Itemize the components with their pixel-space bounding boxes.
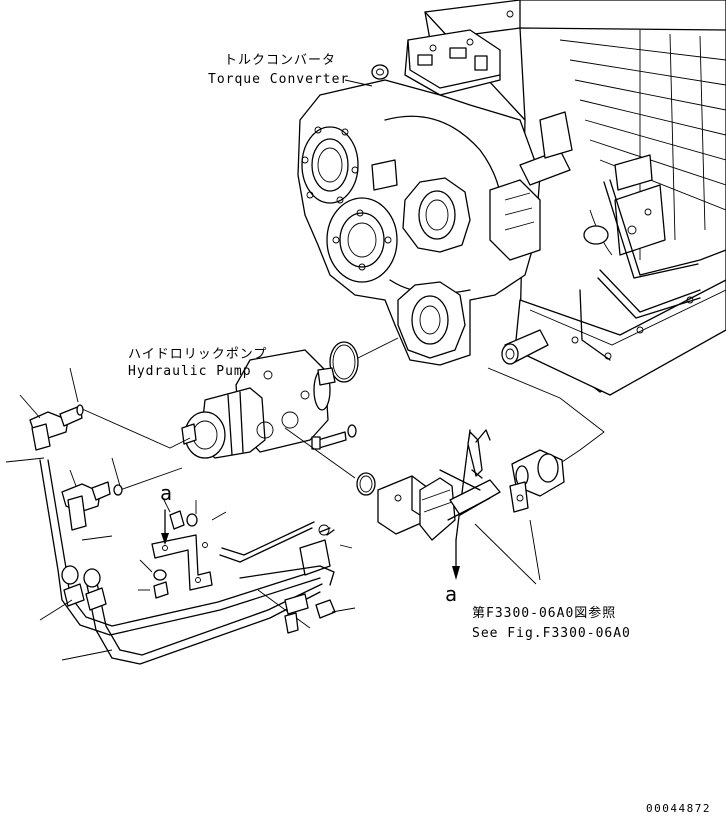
- inlet-elbow-fitting: [19, 367, 84, 451]
- pump-tubes: [5, 457, 353, 665]
- hydraulic-pump: [181, 349, 336, 459]
- labels: トルクコンバータ Torque Converter ハイドロリックポンプ Hyd…: [128, 53, 711, 815]
- torque-converter-en-label: Torque Converter: [208, 72, 349, 87]
- torque-converter-assembly: [297, 0, 726, 396]
- mounting-bolt: [311, 424, 357, 450]
- ref-a-upper: a: [160, 481, 172, 505]
- mounting-bracket: [138, 499, 356, 634]
- drawing-number: 00044872: [646, 802, 711, 815]
- see-fig-en-label: See Fig.F3300-06A0: [472, 626, 631, 641]
- ref-a-lower: a: [445, 582, 457, 606]
- reference-arrow-a: [161, 429, 471, 580]
- torque-converter-jp-label: トルクコンバータ: [224, 53, 336, 68]
- suction-hose-assembly: [377, 429, 565, 585]
- assembly-lines: [79, 367, 605, 491]
- hydraulic-pump-en-label: Hydraulic Pump: [128, 364, 252, 379]
- o-ring-upper: [329, 337, 399, 383]
- hydraulic-pump-jp-label: ハイドロリックポンプ: [128, 347, 267, 362]
- see-fig-jp-label: 第F3300-06A0図参照: [472, 605, 616, 621]
- outlet-elbow-fitting: [61, 457, 123, 531]
- o-ring-lower: [356, 472, 376, 496]
